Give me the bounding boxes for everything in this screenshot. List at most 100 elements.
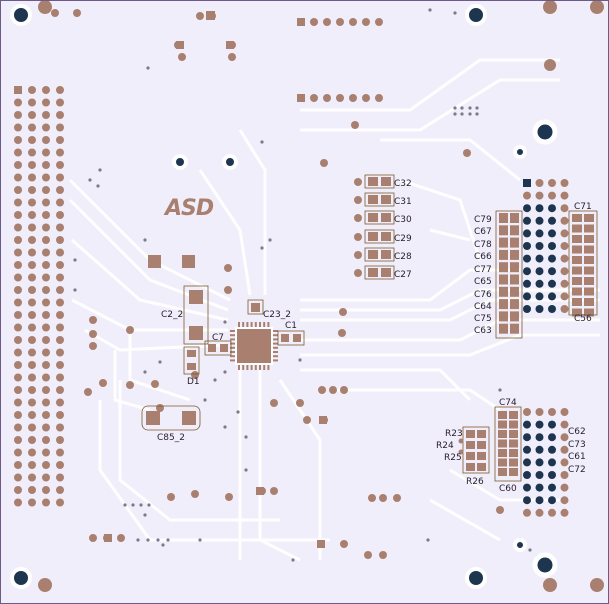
res-pad [466,452,475,460]
cap-pad [572,298,582,306]
bank-outline [568,210,598,316]
mounting-hole-right-lower [532,552,558,578]
round-pad [548,458,556,467]
round-pad [14,498,22,507]
round-pad [42,348,50,357]
round-pad [42,111,50,119]
via-dark-1 [172,154,188,170]
via-pad [84,388,92,396]
cap-pad [499,249,508,260]
tiny-via [146,538,150,542]
cap-pad [572,256,582,264]
round-pad [42,236,50,244]
cap-pad [499,323,508,334]
label-c64: C64 [474,302,492,312]
square-pad [317,540,325,548]
label-c79: C79 [474,215,492,225]
round-pad [560,204,569,213]
round-pad [14,411,22,419]
via-dark-3 [513,145,527,159]
tiny-via [131,503,135,507]
capacitor-column-c27-c32 [364,174,395,280]
cap-pad [572,214,582,222]
ic-pin [273,330,278,332]
round-pad [42,461,50,469]
ic-pin [230,342,235,345]
corner-pad [38,0,52,14]
top-header-row-1 [297,18,383,26]
round-pad [42,336,50,344]
cap-pad [509,430,518,438]
cap-pad [499,311,508,322]
round-pad [28,473,36,482]
via-pad [191,490,199,498]
outline-c85_2 [141,405,201,431]
round-pad [28,261,36,269]
tiny-via [268,238,272,242]
tiny-via [244,468,248,472]
round-pad [523,191,531,200]
round-pad [56,111,64,119]
round-pad [375,94,383,102]
label-c85_2: C85_2 [157,433,185,443]
ic-pin [273,355,278,358]
round-pad [535,458,544,467]
via-pad [354,233,362,241]
top-header-row-2 [297,94,383,102]
round-pad [548,254,556,263]
via-pad [224,286,232,294]
cap-pad [509,420,518,429]
round-pad [56,398,64,407]
round-pad [56,311,64,319]
label-c72: C72 [568,465,586,475]
label-c63: C63 [474,326,492,336]
ic-pin [238,365,240,370]
round-pad [56,86,64,94]
via-pad [351,121,359,129]
round-pad [42,373,50,382]
corner-pad [543,578,557,592]
via-pad [89,316,97,324]
cap-outline [364,247,395,262]
ic-pin [254,365,257,370]
cap-outline [364,174,395,189]
round-pad [14,323,22,332]
label-r26: R26 [466,477,484,487]
round-pad [28,311,36,319]
ic-passives [141,255,305,431]
cap-pad [584,298,594,306]
round-pad [14,236,22,244]
via-pad [496,506,504,514]
corner-pad [543,0,557,14]
round-pad [336,94,344,102]
cap-pad [584,308,594,317]
round-pad [14,461,22,469]
round-pad [42,286,50,294]
round-pad [28,436,36,444]
round-pad [548,267,556,276]
round-pad [56,298,64,307]
round-pad [523,242,531,250]
round-pad [56,161,64,169]
round-pad [28,373,36,382]
via-pad [463,149,471,157]
tiny-vias [73,8,532,562]
cap-pad [499,225,508,236]
bank-outline [494,406,522,482]
via-pad [191,371,199,379]
outline-c23_2 [247,299,264,315]
mounting-hole-top-left [10,4,32,26]
cap-pad [498,430,507,438]
label-c31: C31 [394,197,412,207]
label-c27: C27 [394,270,412,280]
label-c60: C60 [499,484,517,494]
round-pad [28,273,36,282]
cap-pad [584,277,594,285]
round-pad [535,420,544,429]
label-c1: C1 [285,321,297,331]
cap-pad [368,195,378,204]
cap-pad [510,262,519,273]
round-pad [535,229,544,238]
label-c77: C77 [474,265,492,275]
via-pad [354,214,362,222]
